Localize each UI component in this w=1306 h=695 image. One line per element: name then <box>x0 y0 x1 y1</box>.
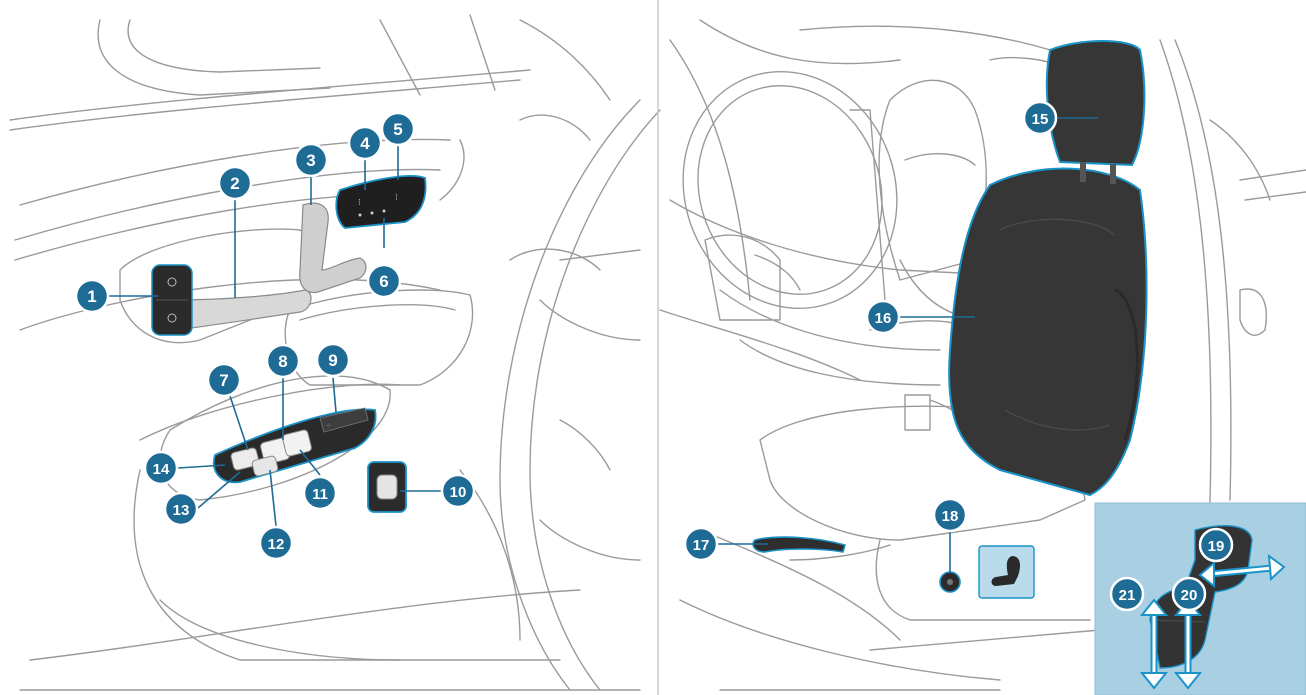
driver-seat-backrest <box>948 167 1148 497</box>
callout-label: 13 <box>173 502 190 519</box>
callout-label: 21 <box>1119 587 1136 604</box>
callout-circle <box>1022 100 1058 136</box>
memory-button-panel: ⁝ ⁝ <box>335 175 427 229</box>
callout-20: 20 <box>1171 576 1207 612</box>
callout-label: 5 <box>393 120 402 139</box>
callout-leader-lines <box>108 117 1098 572</box>
callout-15: 15 <box>1022 100 1058 136</box>
window-glyph: ⁘ <box>326 423 332 430</box>
window-switch-panel: ⁘ <box>212 407 377 484</box>
callout-label: 7 <box>219 371 228 390</box>
callout-circle <box>258 525 294 561</box>
callout-circle <box>440 473 476 509</box>
callout-circle <box>217 165 253 201</box>
callout-18: 18 <box>932 497 968 533</box>
double-arrow-horizontal-icon <box>1198 553 1286 589</box>
callout-13: 13 <box>163 491 199 527</box>
seat-adjust-lever <box>299 202 367 294</box>
callout-circle <box>347 125 383 161</box>
callout-circle <box>302 475 338 511</box>
callout-14: 14 <box>143 450 179 486</box>
callout-circle <box>315 342 351 378</box>
callout-label: 12 <box>268 536 285 553</box>
callout-19: 19 <box>1198 527 1234 563</box>
callout-8: 8 <box>265 343 301 379</box>
callout-circle <box>683 526 719 562</box>
double-arrow-vertical-icon <box>1139 598 1169 690</box>
callout-label: 20 <box>1181 587 1198 604</box>
callout-3: 3 <box>293 142 329 178</box>
callout-label: 3 <box>306 151 315 170</box>
callout-label: 4 <box>360 134 370 153</box>
seat-adjust-icon <box>978 545 1035 599</box>
memory-glyph: ⁝ <box>395 192 398 202</box>
callout-17: 17 <box>683 526 719 562</box>
callout-6: 6 <box>366 263 402 299</box>
callout-circle <box>865 299 901 335</box>
callout-10: 10 <box>440 473 476 509</box>
callout-circle <box>1198 527 1234 563</box>
memory-glyph: ⁝ <box>358 197 361 207</box>
callout-16: 16 <box>865 299 901 335</box>
head-restraint <box>1045 40 1146 184</box>
callout-4: 4 <box>347 125 383 161</box>
callout-5: 5 <box>380 111 416 147</box>
callout-circle <box>206 362 242 398</box>
callout-label: 8 <box>278 352 287 371</box>
callout-label: 16 <box>875 310 892 327</box>
callout-label: 15 <box>1032 111 1049 128</box>
callout-label: 9 <box>328 351 337 370</box>
callout-11: 11 <box>302 475 338 511</box>
callout-9: 9 <box>315 342 351 378</box>
light-switch <box>367 461 407 513</box>
callout-circle <box>1109 576 1145 612</box>
callout-circle <box>143 450 179 486</box>
callout-label: 19 <box>1208 538 1225 555</box>
callout-label: 6 <box>379 272 388 291</box>
central-locking-switch <box>151 264 193 336</box>
callout-21: 21 <box>1109 576 1145 612</box>
callout-circle <box>163 491 199 527</box>
callout-label: 17 <box>693 537 710 554</box>
callout-label: 18 <box>942 508 959 525</box>
callout-label: 11 <box>312 486 328 503</box>
callout-label: 10 <box>450 484 467 501</box>
callout-circle <box>265 343 301 379</box>
callout-label: 1 <box>87 287 96 306</box>
callout-circle <box>380 111 416 147</box>
callout-circle <box>1171 576 1207 612</box>
callout-circle <box>932 497 968 533</box>
callout-label: 14 <box>153 461 170 478</box>
callout-7: 7 <box>206 362 242 398</box>
callout-circle <box>74 278 110 314</box>
callout-1: 1 <box>74 278 110 314</box>
callout-circle <box>366 263 402 299</box>
callout-12: 12 <box>258 525 294 561</box>
callout-circle <box>293 142 329 178</box>
seat-lever <box>752 536 846 553</box>
callout-2: 2 <box>217 165 253 201</box>
callout-label: 2 <box>230 174 239 193</box>
seat-side-control <box>939 571 961 593</box>
double-arrow-vertical-icon <box>1173 598 1203 690</box>
